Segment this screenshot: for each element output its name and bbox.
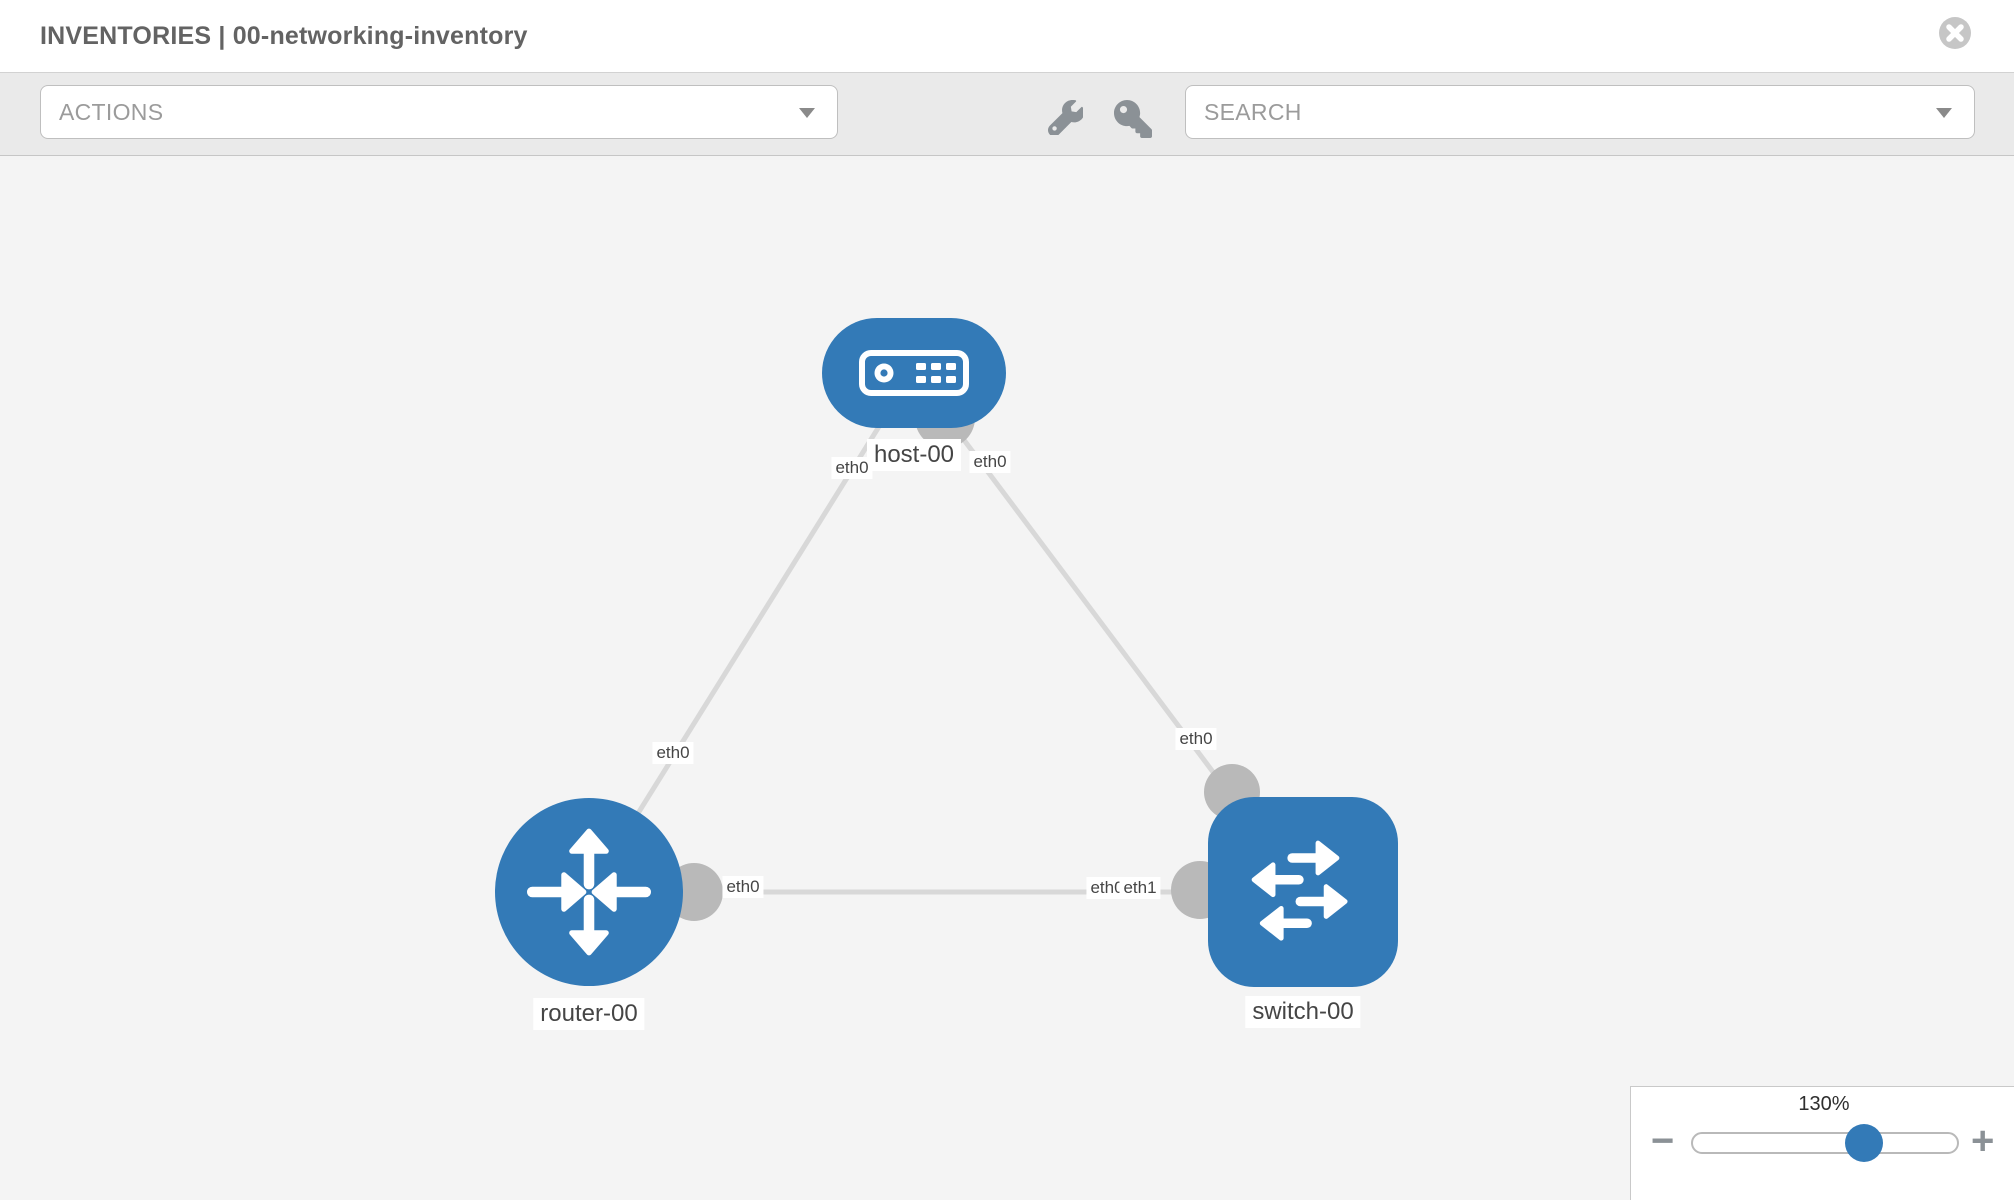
topology-canvas[interactable]: host-00 router-00 switch-00 eth0 eth0 et… xyxy=(0,156,2014,1200)
if-label-switch-left-hidden: eth0 xyxy=(1086,877,1128,899)
topology-links-layer xyxy=(586,370,1305,921)
page-title: INVENTORIES | 00-networking-inventory xyxy=(40,22,528,50)
credentials-button[interactable] xyxy=(1114,100,1152,138)
node-host-00[interactable] xyxy=(822,318,1006,428)
zoom-slider-track[interactable] xyxy=(1691,1132,1959,1154)
router-icon xyxy=(523,826,655,958)
zoom-panel: 130% − + xyxy=(1630,1086,2014,1200)
chevron-down-icon xyxy=(799,108,815,118)
node-label-switch: switch-00 xyxy=(1245,996,1361,1028)
close-button[interactable] xyxy=(1938,16,1972,50)
zoom-level-value: 130% xyxy=(1798,1093,1850,1115)
key-icon xyxy=(1114,100,1152,138)
header: INVENTORIES | 00-networking-inventory xyxy=(0,0,2014,72)
if-label-router-uplink: eth0 xyxy=(652,742,694,764)
zoom-in-button[interactable]: + xyxy=(1971,1119,1995,1163)
wrench-icon xyxy=(1048,100,1083,135)
if-label-host-left: eth0 xyxy=(831,457,873,479)
host-icon xyxy=(858,349,970,397)
if-label-switch-uplink: eth0 xyxy=(1175,728,1217,750)
zoom-slider-thumb[interactable] xyxy=(1845,1124,1883,1162)
node-label-router: router-00 xyxy=(533,998,645,1030)
configure-button[interactable] xyxy=(1048,100,1083,135)
switch-icon-node[interactable] xyxy=(1208,797,1398,987)
actions-dropdown[interactable]: ACTIONS xyxy=(40,85,838,139)
if-label-host-right: eth0 xyxy=(969,451,1011,473)
node-label-host: host-00 xyxy=(866,439,962,471)
actions-dropdown-label: ACTIONS xyxy=(59,99,164,125)
chevron-down-icon xyxy=(1936,108,1952,118)
close-icon xyxy=(1938,17,1972,54)
if-label-switch-left: eth1 xyxy=(1119,877,1161,899)
toolbar: ACTIONS SEARCH xyxy=(0,72,2014,156)
zoom-out-button[interactable]: − xyxy=(1651,1119,1675,1163)
search-placeholder: SEARCH xyxy=(1204,99,1302,125)
search-dropdown[interactable]: SEARCH xyxy=(1185,85,1975,139)
node-router-00[interactable] xyxy=(495,798,683,986)
switch-icon xyxy=(1235,824,1371,960)
if-label-router-right: eth0 xyxy=(722,876,764,898)
